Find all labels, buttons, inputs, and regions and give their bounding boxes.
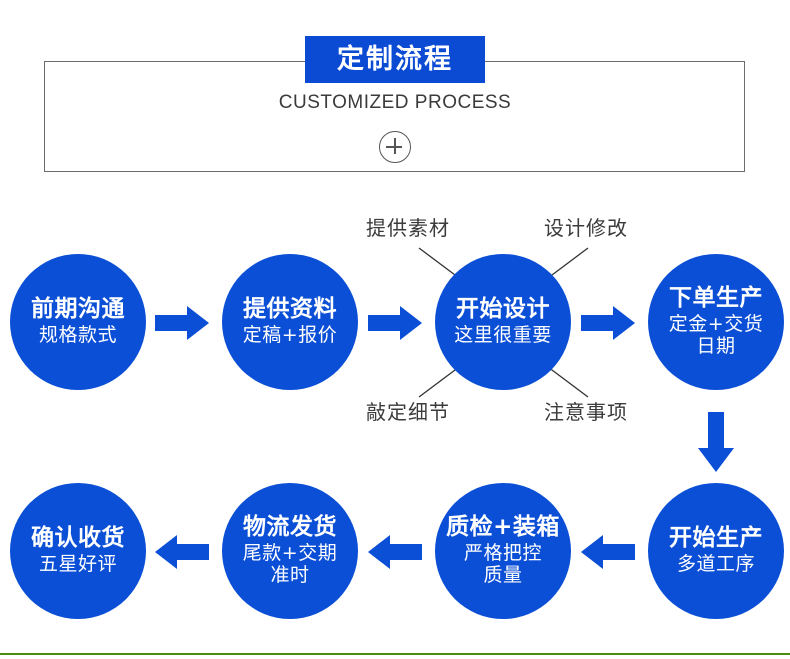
satellite-label-top-right: 设计修改 bbox=[544, 216, 628, 240]
flow-node-2-title: 提供资料 bbox=[243, 296, 337, 323]
satellite-label-top-left: 提供素材 bbox=[366, 216, 450, 240]
flow-node-3[interactable]: 开始设计 这里很重要 bbox=[435, 254, 571, 390]
flow-node-5-title: 开始生产 bbox=[669, 525, 763, 552]
flow-node-3-title: 开始设计 bbox=[456, 296, 550, 323]
arrow-r1-2-icon bbox=[368, 306, 422, 340]
satellite-label-bottom-left: 敲定细节 bbox=[366, 400, 450, 424]
arrow-r2-3-icon bbox=[581, 535, 635, 569]
arrow-r2-1-icon bbox=[155, 535, 209, 569]
flow-node-7-title: 物流发货 bbox=[243, 514, 337, 541]
flow-node-7[interactable]: 物流发货 尾款+交期 准时 bbox=[222, 483, 358, 619]
flow-node-6[interactable]: 质检+装箱 严格把控 质量 bbox=[435, 483, 571, 619]
arrow-r1-1-icon bbox=[155, 306, 209, 340]
flow-node-5[interactable]: 开始生产 多道工序 bbox=[648, 483, 784, 619]
flow-node-4-title: 下单生产 bbox=[669, 285, 763, 312]
flow-node-7-subtitle: 尾款+交期 准时 bbox=[242, 542, 338, 586]
flow-node-5-subtitle: 多道工序 bbox=[676, 552, 755, 575]
flow-node-1-subtitle: 规格款式 bbox=[38, 323, 117, 346]
flow-node-6-title: 质检+装箱 bbox=[446, 514, 560, 541]
flow-node-6-subtitle: 严格把控 质量 bbox=[463, 542, 542, 586]
header-subtitle: CUSTOMIZED PROCESS bbox=[278, 92, 512, 113]
arrow-r1-3-icon bbox=[581, 306, 635, 340]
flow-node-2[interactable]: 提供资料 定稿+报价 bbox=[222, 254, 358, 390]
arrow-r2-2-icon bbox=[368, 535, 422, 569]
flow-node-3-subtitle: 这里很重要 bbox=[454, 323, 552, 346]
arrow-down-icon bbox=[698, 412, 734, 472]
flow-node-8[interactable]: 确认收货 五星好评 bbox=[10, 483, 146, 619]
header-banner: 定制流程 bbox=[305, 36, 485, 83]
flow-node-8-title: 确认收货 bbox=[31, 525, 125, 552]
flow-node-4-subtitle: 定金+交货 日期 bbox=[668, 313, 764, 357]
flow-node-4[interactable]: 下单生产 定金+交货 日期 bbox=[648, 254, 784, 390]
flow-node-2-subtitle: 定稿+报价 bbox=[242, 323, 338, 346]
plus-circle-icon bbox=[379, 131, 411, 163]
flow-node-1[interactable]: 前期沟通 规格款式 bbox=[10, 254, 146, 390]
bottom-divider bbox=[0, 653, 790, 655]
flow-node-1-title: 前期沟通 bbox=[31, 296, 125, 323]
header-banner-title: 定制流程 bbox=[337, 44, 453, 75]
flow-node-8-subtitle: 五星好评 bbox=[38, 552, 117, 575]
satellite-label-bottom-right: 注意事项 bbox=[544, 400, 628, 424]
